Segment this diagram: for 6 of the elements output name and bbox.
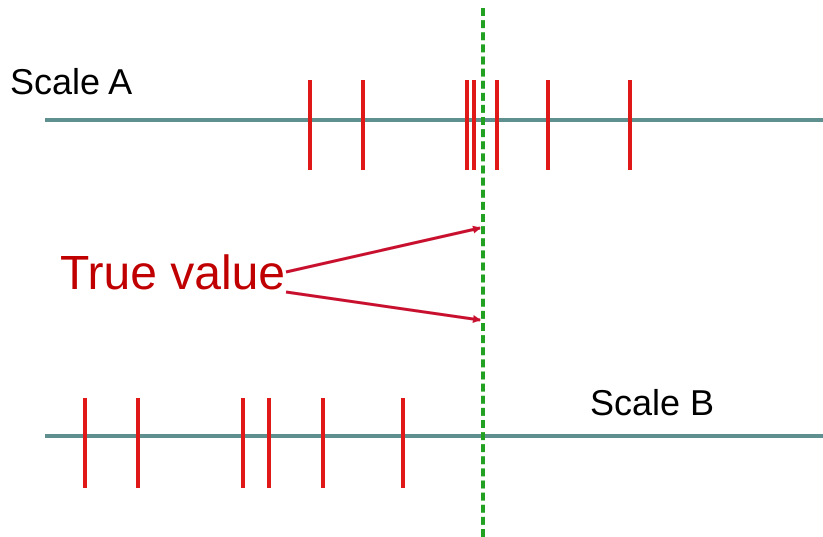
arrow xyxy=(286,226,481,274)
arrow xyxy=(286,290,481,323)
annotation-text: True value xyxy=(60,250,285,298)
dashed-line xyxy=(481,8,485,537)
scale-label: Scale A xyxy=(10,64,132,100)
scale-label: Scale B xyxy=(590,385,714,421)
